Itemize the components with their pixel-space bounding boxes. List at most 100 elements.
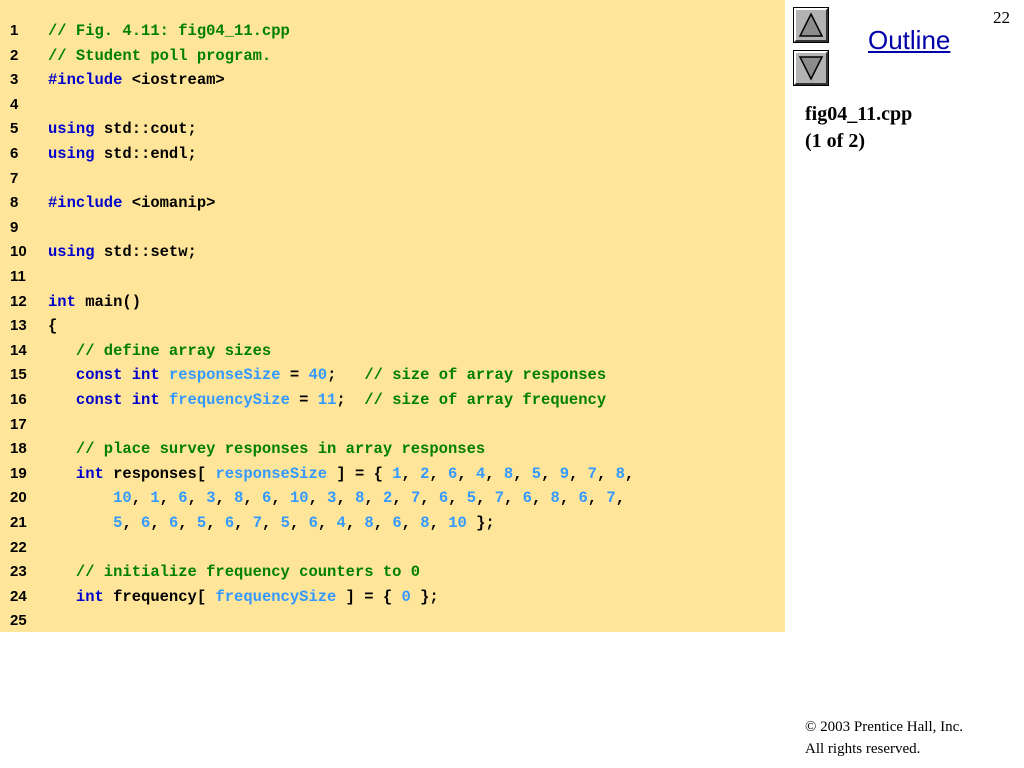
code-token: , bbox=[624, 464, 635, 483]
code-token: 8 bbox=[503, 464, 514, 483]
code-token: 8 bbox=[615, 464, 625, 483]
line-number: 6 bbox=[10, 145, 19, 162]
code-line: 8 #include <iomanip> bbox=[0, 191, 215, 216]
line-number: 1 bbox=[10, 22, 19, 39]
code-line: 20 10, 1, 6, 3, 8, 6, 10, 3, 8, 2, 7, 6,… bbox=[0, 486, 625, 511]
code-line: 16 const int frequencySize = 11; // size… bbox=[0, 388, 606, 413]
next-slide-button[interactable] bbox=[793, 50, 829, 86]
code-token: 7 bbox=[494, 489, 505, 508]
code-token: const bbox=[75, 366, 123, 385]
code-token: // size of array frequency bbox=[364, 391, 607, 409]
code-token: 1 bbox=[150, 489, 160, 508]
copyright: © 2003 Prentice Hall, Inc. All rights re… bbox=[805, 716, 963, 760]
code-token: , bbox=[531, 489, 551, 508]
code-token: std::setw; bbox=[94, 243, 197, 262]
outline-link[interactable]: Outline bbox=[868, 25, 951, 55]
code-token bbox=[48, 366, 76, 384]
code-token: ; bbox=[336, 391, 365, 409]
code-token: int bbox=[131, 366, 160, 385]
code-token: 8 bbox=[234, 489, 244, 508]
line-number: 11 bbox=[10, 268, 26, 285]
code-token: 10 bbox=[448, 514, 467, 532]
line-number: 7 bbox=[10, 169, 19, 187]
line-number: 17 bbox=[10, 415, 27, 433]
code-token: // define array sizes bbox=[75, 341, 272, 360]
line-number: 8 bbox=[10, 194, 19, 212]
code-token bbox=[48, 440, 76, 458]
code-token: 2 bbox=[420, 464, 430, 483]
code-token: , bbox=[485, 464, 504, 483]
code-token: frequency[ bbox=[103, 587, 216, 606]
code-token: , bbox=[243, 489, 263, 508]
code-token: 5 bbox=[113, 514, 123, 532]
code-token: 40 bbox=[308, 366, 328, 385]
code-token bbox=[48, 465, 76, 483]
code-token bbox=[48, 489, 113, 507]
code-token: , bbox=[504, 489, 523, 508]
code-line: 22 bbox=[0, 536, 48, 561]
line-number: 5 bbox=[10, 120, 19, 138]
line-number: 18 bbox=[10, 440, 27, 458]
line-number: 25 bbox=[10, 612, 27, 630]
code-token: 10 bbox=[289, 489, 309, 508]
code-token: 3 bbox=[206, 489, 216, 508]
previous-slide-button[interactable] bbox=[793, 7, 829, 43]
code-token: // initialize frequency counters to 0 bbox=[75, 563, 421, 582]
code-token: = bbox=[289, 391, 318, 409]
code-token: 9 bbox=[559, 464, 570, 483]
code-line: 21 5, 6, 6, 5, 6, 7, 5, 6, 4, 8, 6, 8, 1… bbox=[0, 511, 495, 536]
code-token: frequencySize bbox=[215, 587, 337, 606]
code-token: #include bbox=[48, 71, 123, 90]
code-token: , bbox=[336, 489, 356, 508]
code-token: <iomanip> bbox=[122, 194, 216, 213]
code-line: 18 // place survey responses in array re… bbox=[0, 437, 485, 462]
code-token: 4 bbox=[475, 464, 486, 483]
code-token bbox=[48, 342, 76, 360]
code-token: { bbox=[48, 317, 58, 336]
code-token: , bbox=[271, 489, 290, 508]
code-line: 1// Fig. 4.11: fig04_11.cpp bbox=[0, 19, 290, 44]
code-line: 14 // define array sizes bbox=[0, 339, 271, 364]
code-token bbox=[48, 391, 76, 409]
line-number: 24 bbox=[10, 587, 27, 605]
code-token: // Student poll program. bbox=[48, 46, 272, 65]
code-token: 8 bbox=[364, 514, 374, 532]
triangle-up-icon bbox=[798, 12, 824, 37]
code-token: 6 bbox=[392, 514, 402, 532]
code-token: 5 bbox=[466, 489, 477, 508]
code-line: 25 bbox=[0, 609, 48, 634]
code-token: 6 bbox=[448, 464, 458, 483]
code-token bbox=[48, 514, 113, 532]
code-token: // place survey responses in array respo… bbox=[75, 440, 486, 459]
code-token: #include bbox=[48, 194, 123, 213]
code-token: // size of array responses bbox=[364, 366, 607, 385]
code-line: 4 bbox=[0, 93, 48, 118]
file-part: (1 of 2) bbox=[805, 130, 865, 152]
code-token: ] = { bbox=[336, 587, 402, 606]
page-number: 22 bbox=[993, 8, 1010, 27]
code-token: 7 bbox=[587, 464, 597, 483]
code-token: 8 bbox=[420, 514, 430, 532]
code-line: 19 int responses[ responseSize ] = { 1, … bbox=[0, 462, 634, 487]
code-token: using bbox=[48, 120, 95, 139]
line-number: 19 bbox=[10, 464, 27, 482]
line-number: 21 bbox=[10, 514, 27, 531]
copyright-line-1: © 2003 Prentice Hall, Inc. bbox=[805, 719, 964, 735]
code-token: responses[ bbox=[103, 464, 216, 483]
code-token: , bbox=[262, 514, 281, 532]
code-token: , bbox=[373, 514, 393, 532]
code-token: responseSize bbox=[215, 464, 328, 483]
code-token: , bbox=[513, 464, 532, 483]
code-token: , bbox=[429, 464, 449, 483]
code-token: 5 bbox=[196, 514, 207, 532]
code-token: 6 bbox=[578, 489, 588, 508]
code-token: 8 bbox=[355, 489, 365, 508]
code-token: , bbox=[615, 489, 626, 508]
code-token: , bbox=[159, 489, 179, 508]
code-token: 6 bbox=[178, 489, 188, 508]
line-number: 9 bbox=[10, 218, 19, 236]
code-token: ; bbox=[327, 366, 365, 385]
code-token: 7 bbox=[410, 489, 421, 508]
code-token: 6 bbox=[308, 514, 318, 532]
